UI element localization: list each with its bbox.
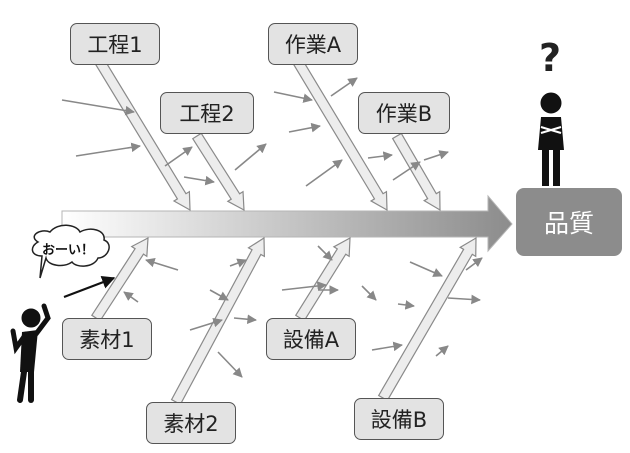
minor-cause-arrow-1 <box>61 99 135 116</box>
minor-cause-arrows <box>61 77 483 378</box>
minor-cause-arrow-13 <box>145 257 179 271</box>
speech-bubble-text: おーい！ <box>42 243 95 258</box>
minor-cause-arrow-29 <box>229 258 247 268</box>
cause-box-process2: 工程2 <box>160 92 254 134</box>
minor-cause-arrow-11 <box>392 161 421 181</box>
bone-workB <box>391 132 441 212</box>
bone-material1 <box>90 236 149 322</box>
cause-box-material1: 素材1 <box>62 318 152 360</box>
bone-process1 <box>94 58 191 212</box>
minor-cause-arrow-6 <box>288 122 321 133</box>
minor-cause-arrow-8 <box>330 77 358 97</box>
bone-workA <box>292 58 388 212</box>
minor-cause-arrow-15 <box>209 289 229 301</box>
minor-cause-arrow-2 <box>75 142 141 157</box>
speech-bubble-shape <box>31 224 110 279</box>
minor-cause-arrow-28 <box>435 345 449 357</box>
cause-box-equipmentA: 設備A <box>266 318 356 360</box>
cause-box-workB: 作業B <box>358 92 450 134</box>
bone-process2 <box>191 132 245 212</box>
cause-box-equipmentB: 設備B <box>354 398 444 440</box>
minor-cause-arrow-26 <box>447 294 481 305</box>
bone-equipmentB <box>377 236 477 402</box>
minor-cause-arrow-10 <box>367 151 393 161</box>
minor-cause-arrow-18 <box>233 314 257 324</box>
minor-cause-arrow-9 <box>305 159 343 187</box>
minor-cause-arrow-22 <box>361 285 377 301</box>
minor-cause-arrow-4 <box>183 175 215 186</box>
minor-cause-arrow-5 <box>273 91 313 103</box>
calling-arrow <box>63 276 116 299</box>
confused-person-figure <box>538 92 564 186</box>
major-bones <box>90 58 477 406</box>
bone-equipmentA <box>294 236 351 322</box>
minor-cause-arrow-12 <box>423 150 449 161</box>
cause-box-material2: 素材2 <box>146 402 236 444</box>
cause-box-workA: 作業A <box>268 23 358 65</box>
minor-cause-arrow-27 <box>397 300 415 310</box>
minor-cause-arrow-25 <box>465 257 483 271</box>
minor-cause-arrow-23 <box>371 341 403 352</box>
main-spine-arrow <box>61 194 513 253</box>
minor-cause-arrow-24 <box>409 261 443 277</box>
effect-box-quality: 品質 <box>516 188 622 256</box>
minor-cause-arrow-3 <box>164 146 193 167</box>
minor-cause-arrow-14 <box>123 291 139 303</box>
minor-cause-arrow-19 <box>281 281 327 291</box>
minor-cause-arrow-17 <box>217 351 243 378</box>
minor-cause-arrow-7 <box>234 143 267 171</box>
cause-box-process1: 工程1 <box>70 23 160 65</box>
question-mark: ? <box>539 36 562 80</box>
minor-cause-arrow-16 <box>189 317 223 331</box>
calling-person-figure <box>10 303 51 403</box>
minor-cause-arrow-20 <box>317 245 333 261</box>
